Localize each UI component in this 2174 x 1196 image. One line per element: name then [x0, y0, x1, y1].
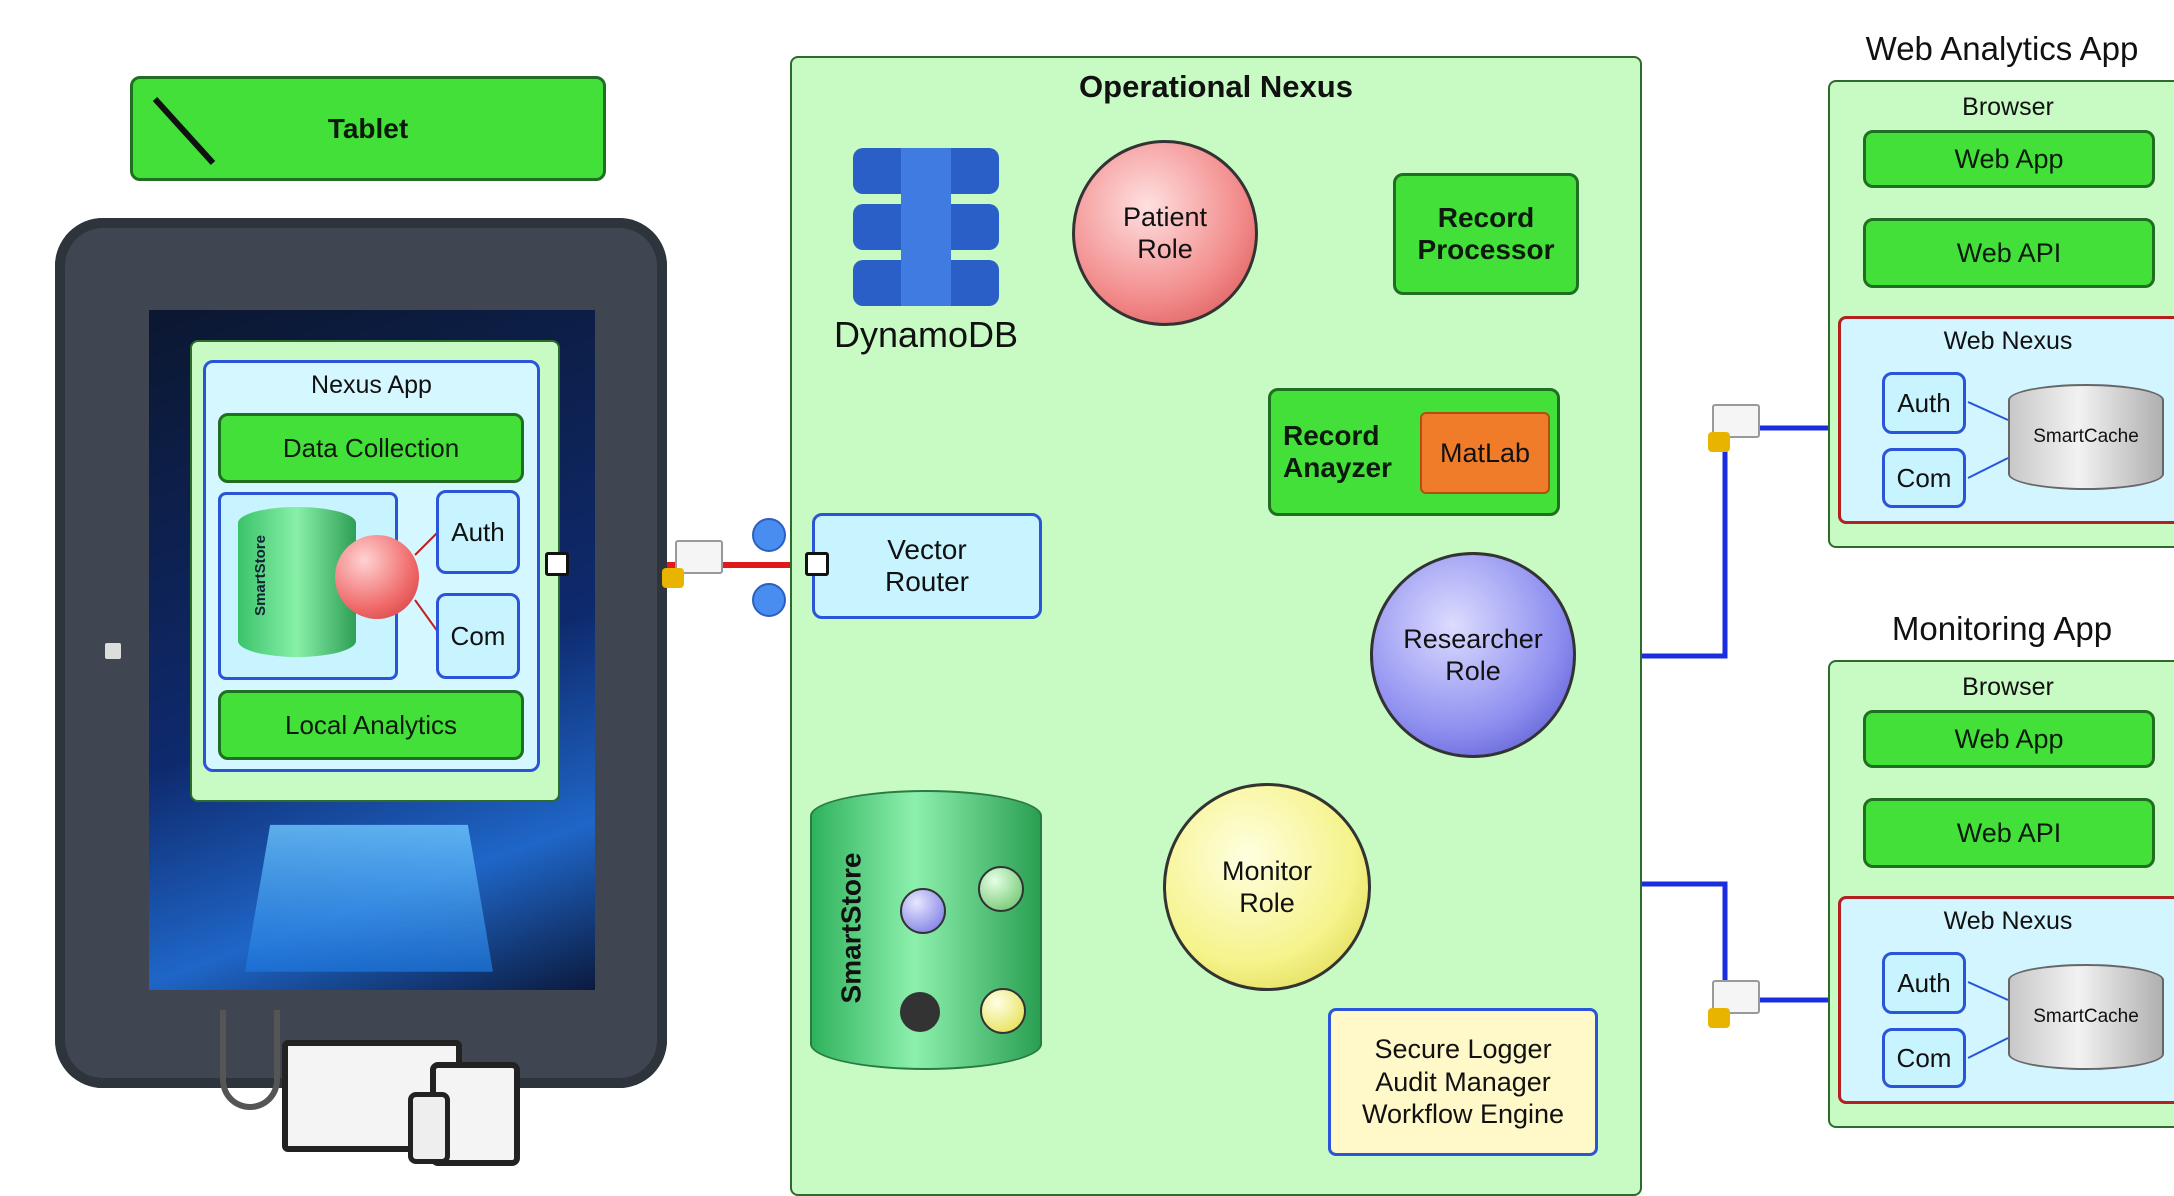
record-analyzer-line1: Record — [1283, 420, 1380, 451]
services-box: Secure Logger Audit Manager Workflow Eng… — [1328, 1008, 1598, 1156]
monitoring-webapi-label: Web API — [1956, 817, 2062, 848]
record-analyzer-line2: Anayzer — [1283, 452, 1392, 483]
nexus-app-com-label: Com — [450, 620, 506, 651]
web-analytics-title: Web Analytics App — [1865, 30, 2139, 67]
molecule-icon — [900, 992, 940, 1032]
web-analytics-browser-label: Browser — [1962, 92, 2054, 121]
data-collection-label: Data Collection — [282, 432, 460, 463]
nexus-app-auth-label: Auth — [451, 516, 505, 547]
local-analytics-box: Local Analytics — [218, 690, 524, 760]
monitoring-webapi: Web API — [1863, 798, 2155, 868]
stethoscope-icon — [220, 1010, 280, 1110]
monitoring-smartcache: SmartCache — [2008, 964, 2164, 1070]
patient-role-node: Patient Role — [1072, 140, 1258, 326]
nexus-core-sphere — [335, 535, 419, 619]
monitoring-webnexus-label: Web Nexus — [1943, 906, 2073, 935]
web-analytics-webapi-label: Web API — [1956, 237, 2062, 268]
matlab-engine-icon: MatLab — [1420, 412, 1550, 494]
web-analytics-webapp: Web App — [1863, 130, 2155, 188]
monitor-role-line2: Role — [1239, 888, 1295, 918]
web-analytics-webapp-label: Web App — [1954, 143, 2064, 174]
nexus-app-auth: Auth — [436, 490, 520, 574]
web-analytics-smartcache-label: SmartCache — [2033, 426, 2139, 447]
local-analytics-label: Local Analytics — [285, 709, 457, 740]
tablet-label: Tablet — [327, 112, 409, 144]
patient-role-line2: Role — [1137, 234, 1193, 264]
monitoring-browser-label: Browser — [1962, 672, 2054, 701]
dynamodb-label: DynamoDB — [833, 314, 1019, 355]
researcher-role-line2: Role — [1445, 656, 1501, 686]
record-processor-box: Record Processor — [1393, 173, 1579, 295]
record-processor-line2: Processor — [1417, 234, 1555, 265]
router-port-icon — [805, 552, 829, 576]
monitoring-webapp-label: Web App — [1954, 723, 2064, 754]
service-workflow-engine: Workflow Engine — [1361, 1099, 1565, 1130]
monitoring-internal-links — [1967, 981, 2009, 1059]
monitoring-auth-label: Auth — [1897, 967, 1951, 998]
patient-role-line1: Patient — [1122, 201, 1208, 232]
web-analytics-webnexus-label: Web Nexus — [1943, 326, 2073, 355]
tablet-label-box: Tablet — [130, 76, 606, 181]
monitoring-auth: Auth — [1882, 952, 1966, 1014]
tablet-port-icon — [545, 552, 569, 576]
websocket-icon — [752, 583, 786, 617]
smartstore-green-sphere — [978, 866, 1024, 912]
lock-icon — [662, 568, 684, 588]
secure-envelope-icon — [675, 540, 723, 574]
matlab-label: MatLab — [1439, 437, 1531, 468]
tablet-camera — [105, 643, 121, 659]
data-collection-box: Data Collection — [218, 413, 524, 483]
smartstore-yellow-sphere — [980, 988, 1026, 1034]
nexus-app-com: Com — [436, 593, 520, 679]
record-processor-line1: Record — [1437, 202, 1535, 233]
vector-router-line2: Router — [884, 566, 970, 597]
monitoring-title: Monitoring App — [1891, 610, 2113, 647]
vector-router-box: Vector Router — [812, 513, 1042, 619]
researcher-role-line1: Researcher — [1403, 623, 1543, 654]
monitor-role-node: Monitor Role — [1163, 783, 1371, 991]
web-analytics-auth-label: Auth — [1897, 387, 1951, 418]
rest-api-icon — [752, 518, 786, 552]
operational-nexus-title: Operational Nexus — [1079, 69, 1353, 104]
nexus-app-links — [414, 531, 439, 633]
web-analytics-auth: Auth — [1882, 372, 1966, 434]
record-analyzer-box: Record Anayzer — [1268, 388, 1560, 516]
monitoring-lock-icon — [1708, 1008, 1730, 1028]
service-secure-logger: Secure Logger — [1374, 1034, 1552, 1065]
vector-router-line1: Vector — [887, 534, 967, 565]
monitoring-com: Com — [1882, 1028, 1966, 1088]
pen-icon — [152, 96, 216, 166]
web-analytics-com-label: Com — [1896, 462, 1952, 493]
monitor-role-line1: Monitor — [1221, 855, 1313, 886]
nexus-app-title: Nexus App — [311, 370, 432, 399]
web-analytics-smartcache: SmartCache — [2008, 384, 2164, 490]
smartstore-blue-sphere — [900, 888, 946, 934]
monitoring-webapp: Web App — [1863, 710, 2155, 768]
monitoring-com-label: Com — [1896, 1042, 1952, 1073]
web-analytics-lock-icon — [1708, 432, 1730, 452]
web-analytics-internal-links — [1967, 401, 2009, 479]
phone-icon — [408, 1092, 450, 1164]
researcher-role-node: Researcher Role — [1370, 552, 1576, 758]
web-analytics-com: Com — [1882, 448, 1966, 508]
service-audit-manager: Audit Manager — [1375, 1066, 1551, 1097]
dynamodb-icon — [853, 148, 999, 306]
monitoring-smartcache-label: SmartCache — [2033, 1006, 2139, 1027]
web-analytics-webapi: Web API — [1863, 218, 2155, 288]
smartstore-cylinder: SmartStore — [810, 790, 1042, 1070]
